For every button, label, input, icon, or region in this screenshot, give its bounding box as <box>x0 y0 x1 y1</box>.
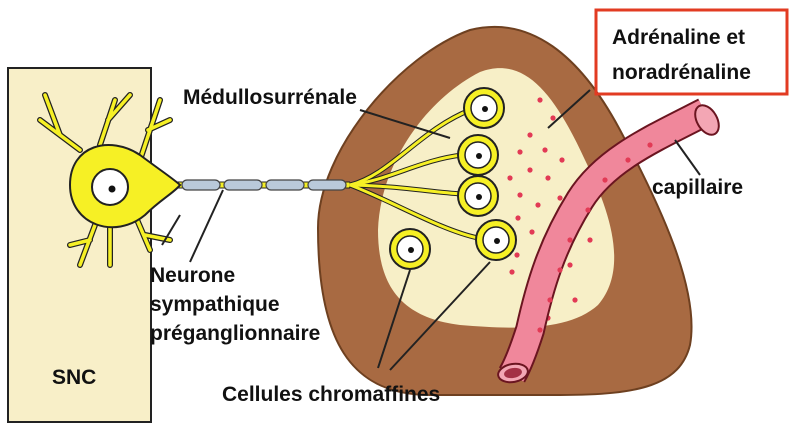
label-snc: SNC <box>52 366 96 389</box>
label-neurone-line1: Neurone <box>150 264 235 287</box>
label-capillaire: capillaire <box>652 176 743 199</box>
chromaffin-cell <box>475 219 517 261</box>
capillary <box>497 98 720 384</box>
axon-terminals-inner <box>349 108 479 240</box>
chromaffin-cell <box>457 175 499 217</box>
label-hormones-line1: Adrénaline et <box>612 26 745 49</box>
chromaffin-cell <box>457 134 499 176</box>
preganglionic-axon <box>175 179 350 191</box>
neuron-cell-body <box>37 92 182 268</box>
hormones-highlight-box <box>594 8 789 96</box>
label-cellules-chromaffines: Cellules chromaffines <box>222 383 440 406</box>
label-medullosurrenale: Médullosurrénale <box>183 86 357 109</box>
leader-lines <box>161 89 701 371</box>
chromaffin-cell <box>463 87 505 129</box>
chromaffin-cells <box>389 87 517 270</box>
label-hormones-line2: noradrénaline <box>612 61 751 84</box>
label-neurone-line3: préganglionnaire <box>150 322 320 345</box>
chromaffin-cell <box>389 228 431 270</box>
label-neurone-line2: sympathique <box>150 293 280 316</box>
